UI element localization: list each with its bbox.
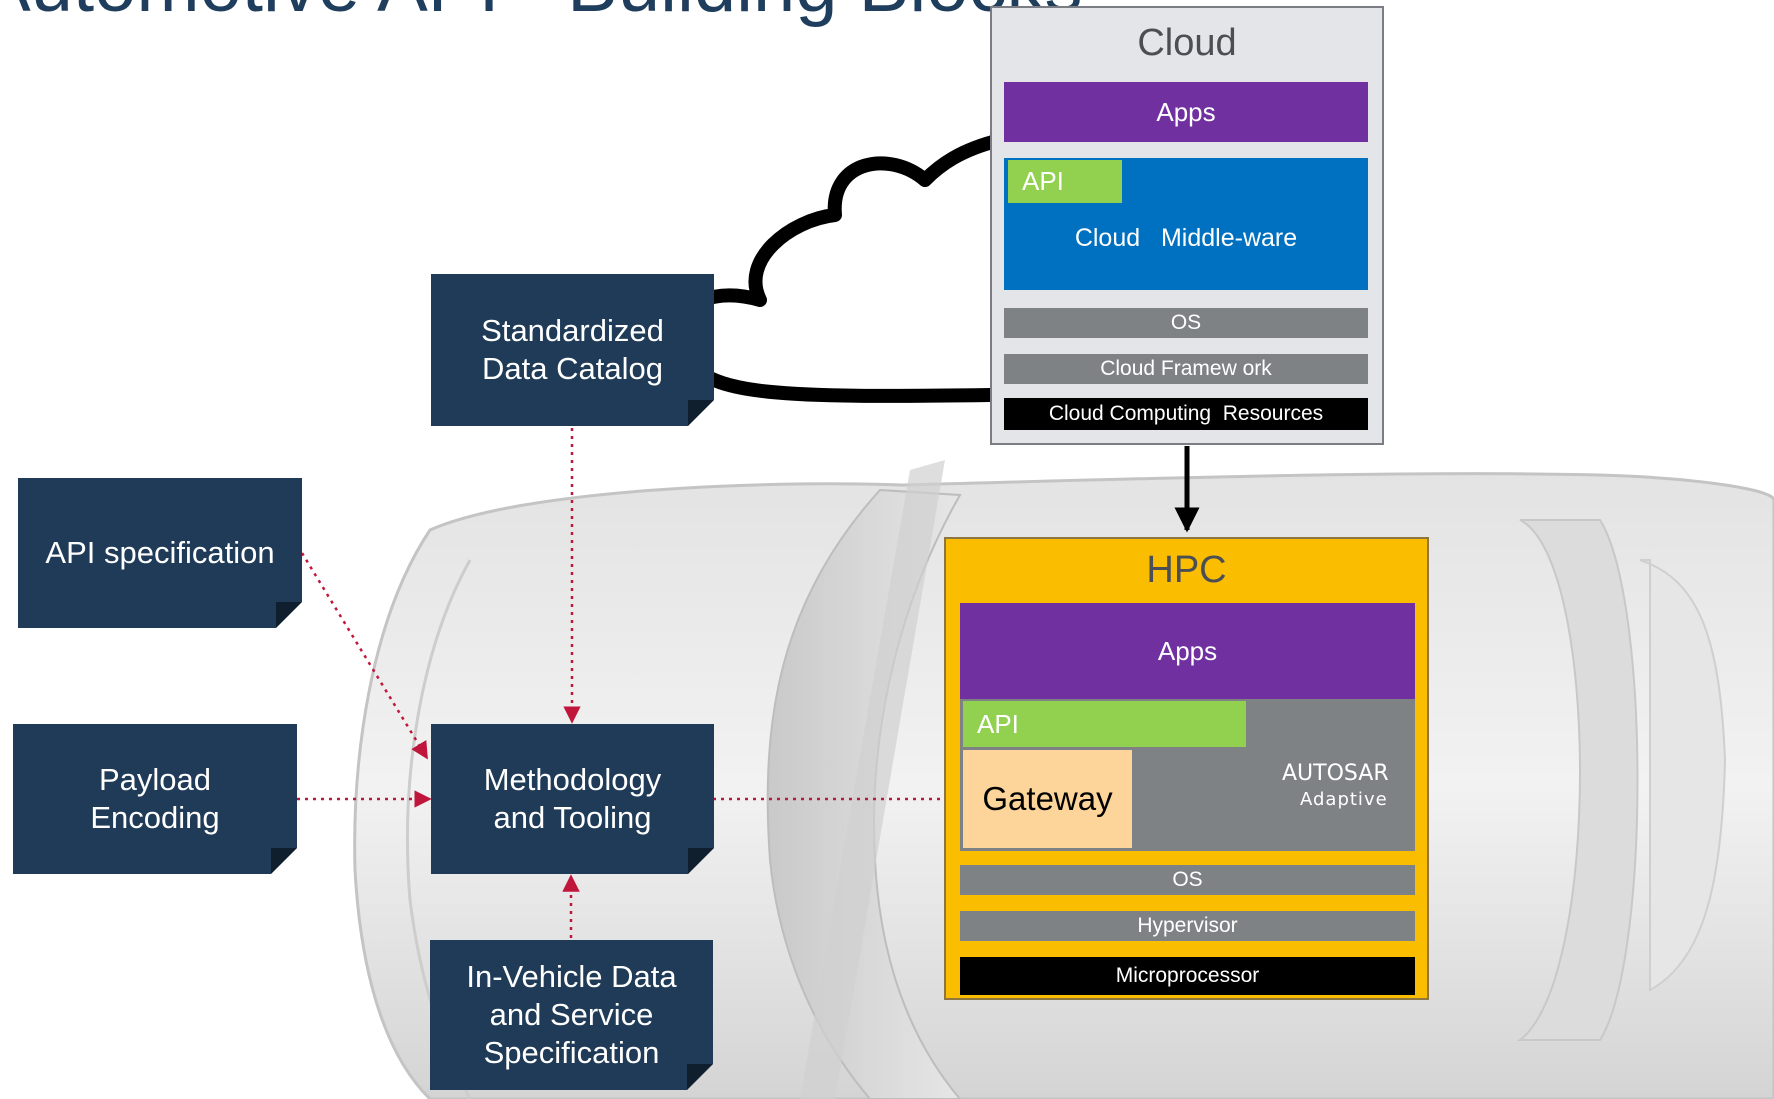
apispec-to-methodology-arrow bbox=[300, 552, 429, 760]
hpc-os-layer: OS bbox=[960, 865, 1415, 895]
methodology-tooling-box: Methodology and Tooling bbox=[431, 724, 714, 874]
in-vehicle-spec-label: In-Vehicle Data and Service Specificatio… bbox=[466, 959, 677, 1070]
cloud-title: Cloud bbox=[1137, 22, 1237, 64]
api-specification-box: API specification bbox=[18, 478, 302, 628]
adaptive-label: Adaptive bbox=[1300, 789, 1388, 810]
payload-encoding-box: Payload Encoding bbox=[13, 724, 297, 874]
cloud-icon bbox=[669, 133, 1007, 403]
cloud-middleware-label: Cloud Middle-ware bbox=[1074, 223, 1298, 252]
hpc-gateway-layer: Gateway bbox=[963, 750, 1132, 848]
hpc-api-layer: API bbox=[963, 701, 1246, 747]
api-specification-label: API specification bbox=[45, 535, 275, 570]
hpc-hypervisor-layer: Hypervisor bbox=[960, 911, 1415, 941]
cloud-resources-layer: Cloud Computing Resources bbox=[1004, 398, 1368, 430]
hpc-microprocessor-layer: Microprocessor bbox=[960, 957, 1415, 995]
hpc-apps-layer: Apps bbox=[960, 603, 1415, 699]
page-title: Automotive API - Building Blocks bbox=[0, 0, 1083, 29]
cloud-os-layer: OS bbox=[1004, 308, 1368, 338]
autosar-label: AUTOSAR bbox=[1282, 761, 1389, 786]
methodology-tooling-label: Methodology and Tooling bbox=[483, 762, 662, 835]
cloud-api-layer: API bbox=[1008, 160, 1122, 203]
hpc-title: HPC bbox=[1146, 549, 1227, 591]
in-vehicle-spec-box: In-Vehicle Data and Service Specificatio… bbox=[430, 940, 713, 1090]
payload-encoding-label: Payload Encoding bbox=[90, 762, 220, 835]
standardized-data-catalog-label: Standardized Data Catalog bbox=[481, 313, 664, 386]
cloud-apps-layer: Apps bbox=[1004, 82, 1368, 142]
hpc-stack-panel: HPC Apps API Gateway AUTOSAR Adaptive OS… bbox=[944, 537, 1429, 1000]
standardized-data-catalog-box: Standardized Data Catalog bbox=[431, 274, 714, 426]
cloud-framework-layer: Cloud Framew ork bbox=[1004, 354, 1368, 384]
cloud-stack-panel: Cloud Apps Cloud Middle-ware API OS Clou… bbox=[990, 6, 1384, 445]
